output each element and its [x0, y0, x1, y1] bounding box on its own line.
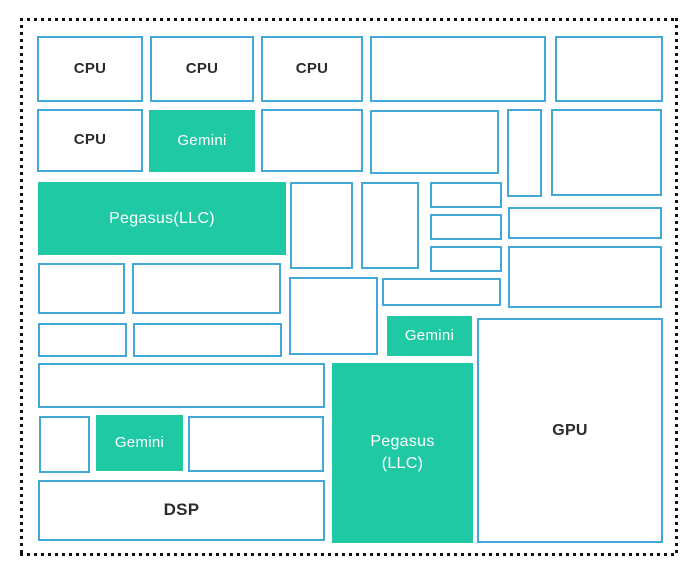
block-unlabeled-2	[555, 36, 663, 102]
block-dsp-label: DSP	[163, 500, 200, 520]
block-gemini-2: Gemini	[387, 316, 472, 356]
block-unlabeled-22	[188, 416, 324, 472]
block-cpu-2-label: CPU	[185, 59, 219, 77]
block-unlabeled-12	[508, 207, 662, 239]
block-gpu-label: GPU	[552, 421, 588, 439]
block-cpu-1: CPU	[37, 36, 143, 102]
block-gemini-3: Gemini	[96, 415, 183, 471]
block-unlabeled-1	[370, 36, 546, 102]
block-unlabeled-21	[39, 416, 90, 473]
block-unlabeled-3	[261, 109, 363, 172]
block-gemini-3-label: Gemini	[114, 433, 165, 451]
block-pegasus-llc-1-label: Pegasus(LLC)	[109, 209, 215, 227]
block-cpu-3-label: CPU	[295, 59, 329, 77]
block-unlabeled-9	[430, 182, 502, 208]
block-gemini-1-label: Gemini	[177, 131, 227, 149]
block-dsp: DSP	[38, 480, 325, 541]
block-gemini-1: Gemini	[149, 110, 255, 172]
block-unlabeled-5	[507, 109, 542, 197]
block-unlabeled-18	[38, 323, 127, 357]
block-cpu-2: CPU	[150, 36, 254, 102]
block-unlabeled-14	[38, 263, 125, 314]
block-unlabeled-20	[38, 363, 325, 408]
block-unlabeled-7	[290, 182, 353, 269]
block-pegasus-llc-2: Pegasus (LLC)	[332, 363, 473, 543]
block-unlabeled-8	[361, 182, 419, 269]
block-cpu-1-label: CPU	[73, 59, 107, 77]
block-unlabeled-10	[430, 214, 502, 240]
block-pegasus-llc-2-label: Pegasus (LLC)	[370, 433, 435, 472]
block-cpu-4-label: CPU	[73, 131, 107, 149]
block-unlabeled-15	[132, 263, 281, 314]
block-unlabeled-16	[289, 277, 378, 355]
block-unlabeled-17	[382, 278, 501, 306]
block-unlabeled-19	[133, 323, 282, 357]
block-pegasus-llc-1: Pegasus(LLC)	[38, 182, 286, 255]
block-gemini-2-label: Gemini	[404, 326, 455, 344]
block-unlabeled-4	[370, 110, 499, 174]
block-unlabeled-6	[551, 109, 662, 196]
block-gpu: GPU	[477, 318, 663, 543]
block-unlabeled-11	[430, 246, 502, 272]
block-unlabeled-13	[508, 246, 662, 308]
block-cpu-4: CPU	[37, 109, 143, 172]
block-cpu-3: CPU	[261, 36, 363, 102]
